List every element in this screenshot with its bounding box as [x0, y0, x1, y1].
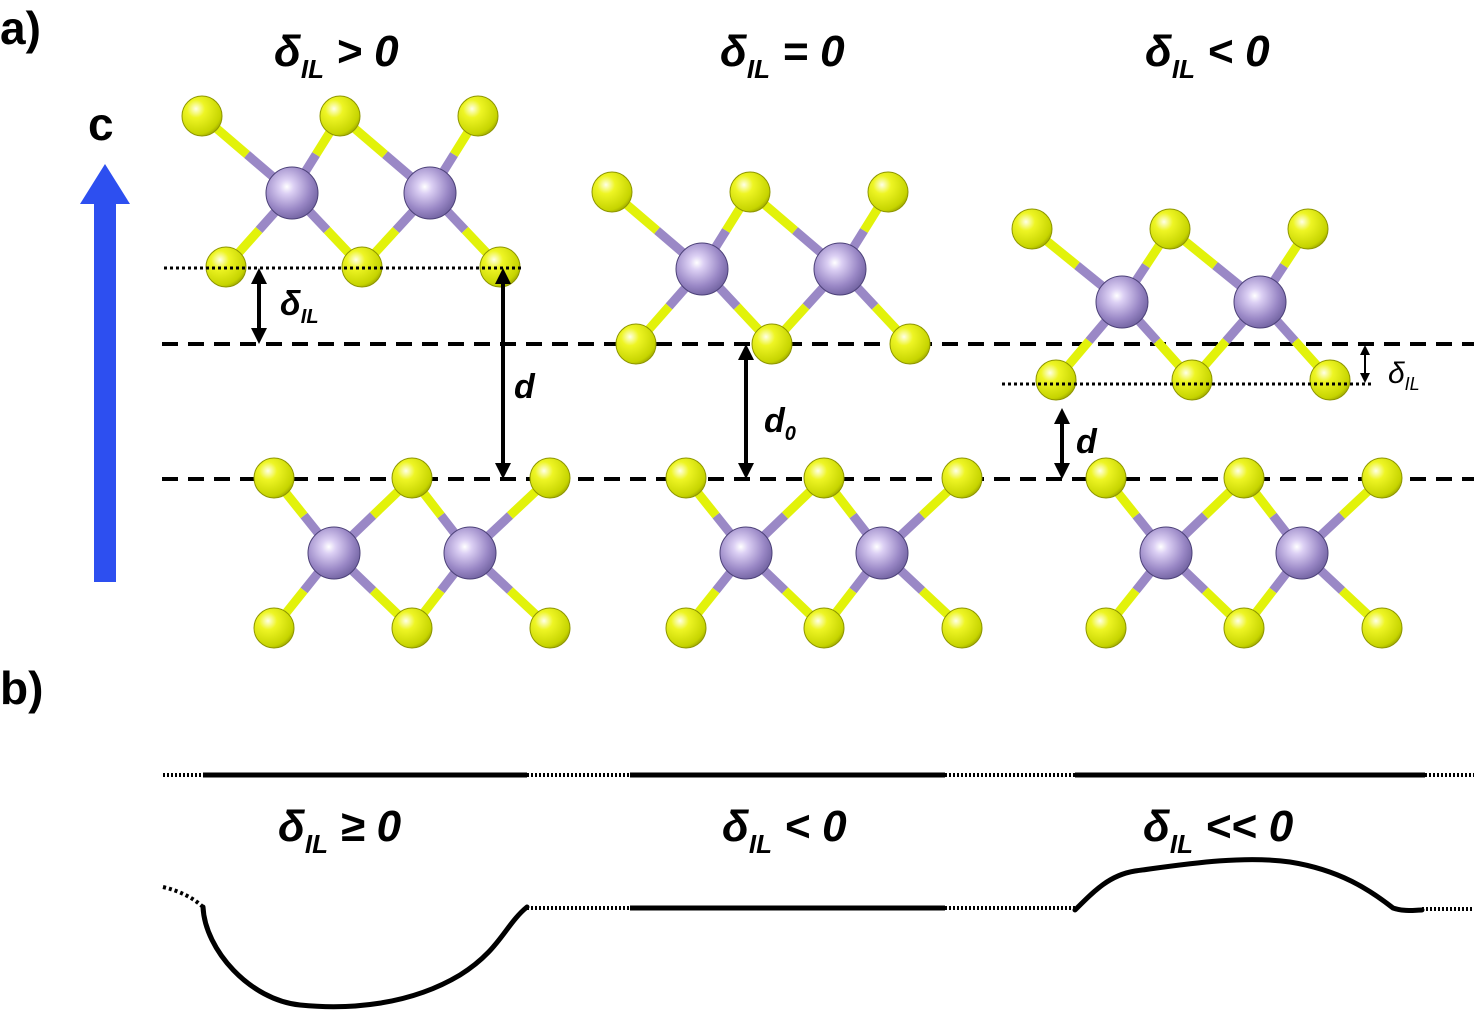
panel-b-label: b)	[0, 662, 43, 714]
title-b-right: δIL << 0	[1143, 802, 1294, 859]
sulfur-atom	[391, 607, 433, 649]
metal-atom	[1095, 275, 1149, 329]
sulfur-atom	[253, 607, 295, 649]
metal-atom	[1233, 275, 1287, 329]
sulfur-atom	[1149, 208, 1191, 250]
sulfur-atom	[529, 607, 571, 649]
sulfur-atom	[803, 607, 845, 649]
bottom-profile	[162, 857, 1474, 1010]
sulfur-atom	[751, 323, 793, 365]
sulfur-atom	[1035, 359, 1077, 401]
metal-atom	[443, 526, 497, 580]
delta-label-right: δIL	[1388, 357, 1420, 394]
sulfur-atom	[391, 457, 433, 499]
sulfur-atom	[1223, 457, 1265, 499]
sulfur-atom	[1361, 607, 1403, 649]
title-a-right: δIL < 0	[1145, 27, 1270, 84]
title-a-middle: δIL = 0	[720, 27, 845, 84]
metal-atom	[675, 242, 729, 296]
sulfur-atom	[1085, 607, 1127, 649]
panel-a-label: a)	[0, 2, 41, 54]
metal-atom	[265, 166, 319, 220]
sulfur-atom	[729, 171, 771, 213]
metal-atom	[855, 526, 909, 580]
delta-label-left: δIL	[280, 285, 319, 328]
metal-atom	[813, 242, 867, 296]
c-axis-arrow	[80, 164, 130, 582]
sulfur-atom	[615, 323, 657, 365]
d0-label: d0	[764, 402, 796, 445]
c-axis-label: c	[88, 98, 114, 150]
sulfur-atom	[1361, 457, 1403, 499]
metal-atom	[1139, 526, 1193, 580]
sulfur-atom	[1171, 359, 1213, 401]
sulfur-atom	[889, 323, 931, 365]
metal-atom	[719, 526, 773, 580]
sulfur-atom	[529, 457, 571, 499]
sulfur-atom	[181, 95, 223, 137]
sulfur-atom	[457, 95, 499, 137]
sulfur-atom	[591, 171, 633, 213]
sulfur-atom	[1085, 457, 1127, 499]
metal-atom	[1275, 526, 1329, 580]
molecular-layers	[181, 95, 1403, 649]
title-b-middle: δIL < 0	[722, 802, 847, 859]
metal-atom	[307, 526, 361, 580]
sulfur-atom	[941, 457, 983, 499]
sulfur-atom	[1287, 208, 1329, 250]
sulfur-atom	[665, 607, 707, 649]
sulfur-atom	[867, 171, 909, 213]
sulfur-atom	[1223, 607, 1265, 649]
sulfur-atom	[803, 457, 845, 499]
sulfur-atom	[1011, 208, 1053, 250]
d-label-left: d	[514, 368, 536, 406]
sulfur-atom	[253, 457, 295, 499]
title-b-left: δIL ≥ 0	[278, 802, 402, 859]
sulfur-atom	[319, 95, 361, 137]
d-label-right: d	[1076, 423, 1098, 461]
metal-atom	[403, 166, 457, 220]
sulfur-atom	[1309, 359, 1351, 401]
sulfur-atom	[665, 457, 707, 499]
sulfur-atom	[941, 607, 983, 649]
title-a-left: δIL > 0	[274, 27, 399, 84]
